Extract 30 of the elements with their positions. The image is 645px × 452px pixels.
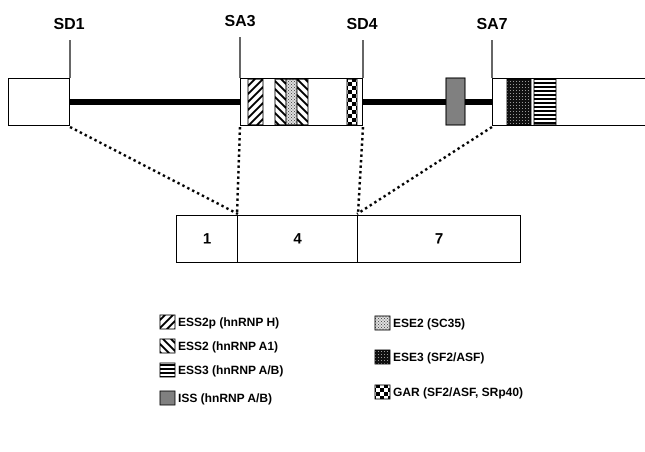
intron-line	[363, 99, 492, 105]
legend-label: ESS3 (hnRNP A/B)	[178, 363, 284, 377]
splice-site-label: SD4	[345, 16, 379, 34]
splice-site-label: SD1	[52, 16, 86, 34]
segment-number: 7	[434, 230, 444, 248]
leader-line	[239, 37, 241, 78]
legend-label: ESS2 (hnRNP A1)	[178, 339, 278, 353]
splice-site-label: SA3	[223, 13, 257, 31]
legend-label: ESE2 (SC35)	[393, 316, 466, 330]
splice-mapping-line	[236, 126, 242, 214]
mrna-segment	[237, 215, 358, 263]
segment-number: 1	[202, 230, 212, 248]
legend-label: ESE3 (SF2/ASF)	[393, 350, 484, 364]
mrna-segment	[357, 215, 521, 263]
mrna-segment	[176, 215, 238, 263]
exon-box	[8, 78, 70, 126]
segment-number: 4	[292, 230, 303, 248]
splice-site-label: SA7	[475, 16, 509, 34]
leader-line	[69, 40, 71, 78]
leader-line	[362, 40, 364, 78]
exon-box	[240, 78, 363, 126]
splice-mapping-line	[356, 126, 493, 216]
exon-box	[492, 78, 645, 126]
intron-line	[70, 99, 240, 105]
leader-line	[491, 40, 493, 78]
legend-label: ISS (hnRNP A/B)	[178, 391, 272, 405]
splice-mapping-line	[69, 126, 239, 216]
splice-mapping-line	[356, 126, 364, 214]
legend-label: ESS2p (hnRNP H)	[178, 315, 280, 329]
legend-label: GAR (SF2/ASF, SRp40)	[393, 385, 524, 399]
